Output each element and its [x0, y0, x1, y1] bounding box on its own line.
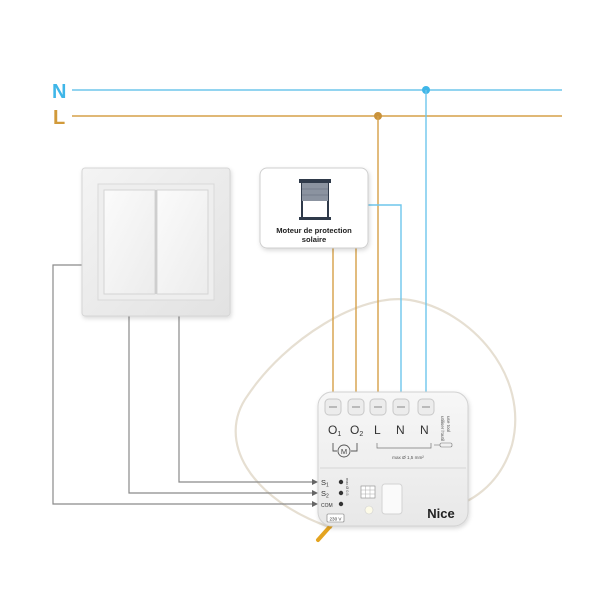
- module-body: [317, 391, 469, 527]
- program-button[interactable]: [381, 483, 403, 515]
- terminal-label-n1: N: [396, 423, 405, 437]
- supply-bracket: [376, 443, 432, 449]
- terminal-screw-o2[interactable]: [347, 398, 365, 416]
- tool-note-line2: utiliser l'outil: [440, 416, 445, 441]
- window-shutter-icon: [299, 179, 331, 220]
- wire-spec-text: max Ø 1,5 mm²: [392, 455, 424, 460]
- motor-box-frame: [259, 167, 369, 249]
- terminal-screw-l[interactable]: [369, 398, 387, 416]
- terminal-label-l: L: [374, 423, 381, 437]
- motor-symbol-letter: M: [341, 447, 347, 456]
- neutral-bus-label: N: [52, 81, 66, 103]
- terminal-label-n2: N: [420, 423, 429, 437]
- motor-symbol-bracket: [332, 443, 358, 452]
- terminal-screw-n2[interactable]: [417, 398, 435, 416]
- terminal-screw-n1[interactable]: [392, 398, 410, 416]
- switch-wire-s1: [178, 310, 312, 483]
- switch-wire-com: [52, 264, 312, 505]
- input-label-com: COM: [321, 503, 333, 509]
- signal-indicator-icon: [360, 485, 376, 499]
- input-arrow-com: [312, 501, 318, 507]
- live-bus-label: L: [53, 107, 65, 129]
- tool-note-line1: use tool: [446, 416, 451, 432]
- rocker-right[interactable]: [156, 189, 209, 295]
- input-arrow-s1: [312, 479, 318, 485]
- input-label-s1: S1: [321, 478, 329, 489]
- status-led: [364, 505, 374, 515]
- brand-logo-text: Nice: [427, 506, 454, 521]
- antenna-wire: [234, 298, 517, 530]
- terminal-block: [324, 398, 435, 416]
- motor-box: Moteur de protection solaire: [259, 167, 369, 249]
- switch-wire-s2: [128, 310, 312, 494]
- motor-label-line2: solaire: [302, 235, 326, 244]
- terminal-label-o2: O2: [350, 423, 363, 438]
- input-port-s1[interactable]: [338, 479, 344, 485]
- screwdriver-icon: [434, 442, 453, 448]
- voltage-badge-text: 230 V: [329, 517, 342, 522]
- double-rocker-switch-icon: [103, 189, 209, 295]
- motor-label-line1: Moteur de protection: [276, 226, 352, 235]
- nice-module: O1 O2 L N N M max Ø 1,5 mm² use tool uti…: [317, 391, 469, 527]
- voltage-badge: [326, 513, 345, 523]
- terminal-label-o1: O1: [328, 423, 341, 438]
- input-port-com[interactable]: [338, 501, 344, 507]
- input-port-s2[interactable]: [338, 490, 344, 496]
- terminal-screw-o1[interactable]: [324, 398, 342, 416]
- rocker-left[interactable]: [103, 189, 156, 295]
- input-spec-text: max Ø 0.5: [345, 478, 349, 496]
- motor-neutral-wire: [368, 204, 402, 402]
- motor-symbol-circle: [337, 444, 351, 458]
- input-label-s2: S2: [321, 489, 329, 500]
- input-arrow-s2: [312, 490, 318, 496]
